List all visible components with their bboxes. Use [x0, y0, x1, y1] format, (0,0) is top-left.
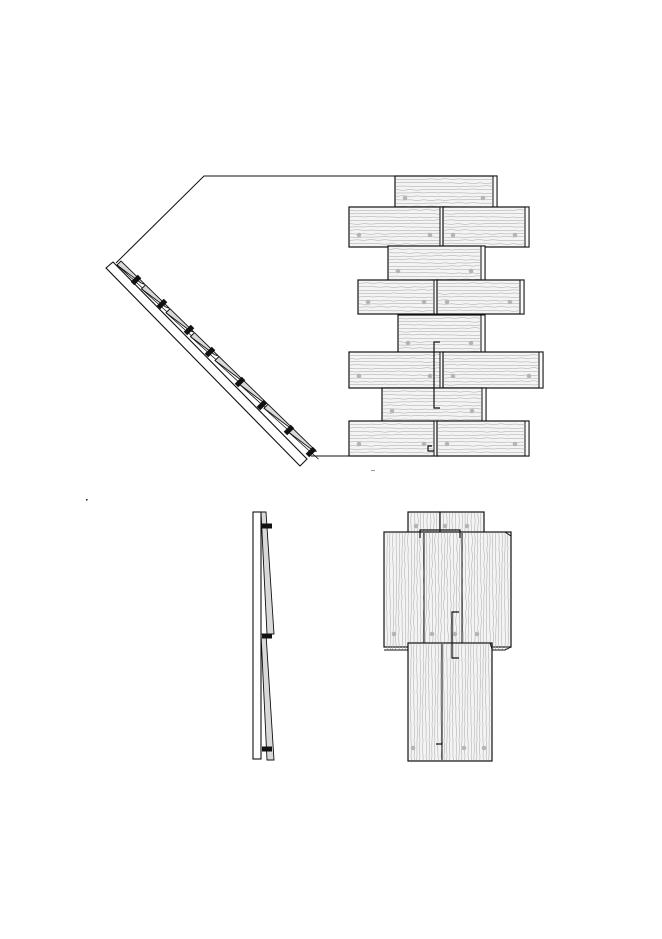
boards-elevation-view: [348, 175, 544, 457]
projection-lines: [115, 175, 395, 457]
nail-dot: [474, 631, 480, 637]
clip-bracket: [204, 346, 216, 358]
nail-dot: [413, 523, 419, 529]
nail-dot: [464, 523, 470, 529]
nail-dot: [427, 232, 433, 238]
clip-bracket: [262, 746, 272, 752]
nail-dot: [395, 268, 401, 274]
clip-bracket: [256, 399, 268, 411]
nail-dot: [429, 631, 435, 637]
nail-dot: [507, 299, 513, 305]
nail-dot: [452, 631, 458, 637]
clip-bracket: [262, 633, 272, 639]
nail-dot: [442, 523, 448, 529]
clip-bracket: [183, 324, 195, 336]
clip-bracket: [305, 446, 317, 458]
nail-dot: [469, 408, 475, 414]
nail-dot: [356, 441, 362, 447]
clip-bracket: [156, 298, 168, 310]
nail-dot: [480, 195, 486, 201]
nail-dot: [421, 299, 427, 305]
clip-bracket: [130, 274, 142, 286]
wood-board: [348, 206, 445, 248]
nail-dot: [421, 441, 427, 447]
clip-bracket: [234, 376, 246, 388]
nail-dot: [365, 299, 371, 305]
nail-dot: [444, 441, 450, 447]
nail-dot: [427, 373, 433, 379]
vertical-slats: [260, 511, 275, 761]
wood-board: [442, 351, 544, 389]
nail-dot: [391, 631, 397, 637]
boards-detail-view: [383, 511, 512, 762]
nail-dot: [402, 195, 408, 201]
wood-board: [387, 245, 486, 284]
nail-dot: [444, 299, 450, 305]
inclined-brackets: [130, 274, 317, 458]
stray-marks: [86, 470, 375, 501]
nail-dot: [468, 268, 474, 274]
inclined-section-view: [105, 260, 319, 467]
wood-board: [442, 206, 530, 248]
nail-dot: [450, 373, 456, 379]
clip-bracket: [283, 424, 295, 436]
nail-dot: [468, 340, 474, 346]
nail-dot: [512, 441, 518, 447]
wood-board: [357, 279, 439, 315]
wood-board: [394, 175, 498, 211]
wood-board-vertical: [407, 642, 493, 762]
nail-dot: [512, 232, 518, 238]
nail-dot: [405, 340, 411, 346]
wood-board: [348, 351, 445, 389]
wood-board: [348, 420, 439, 457]
nail-dot: [389, 408, 395, 414]
nail-dot: [461, 745, 467, 751]
wood-board-vertical: [383, 531, 512, 650]
wood-board: [436, 420, 530, 457]
nail-dot: [356, 232, 362, 238]
clip-bracket: [262, 523, 272, 529]
wood-board: [397, 314, 486, 356]
nail-dot: [356, 373, 362, 379]
elevation-clips: [427, 341, 440, 452]
vertical-brackets: [262, 523, 272, 752]
vertical-section-view: [252, 511, 275, 761]
nail-dot: [526, 373, 532, 379]
nail-dot: [481, 745, 487, 751]
detail-clips: [419, 529, 461, 745]
nail-dot: [450, 232, 456, 238]
wood-board: [436, 279, 525, 315]
nail-dot: [410, 745, 416, 751]
